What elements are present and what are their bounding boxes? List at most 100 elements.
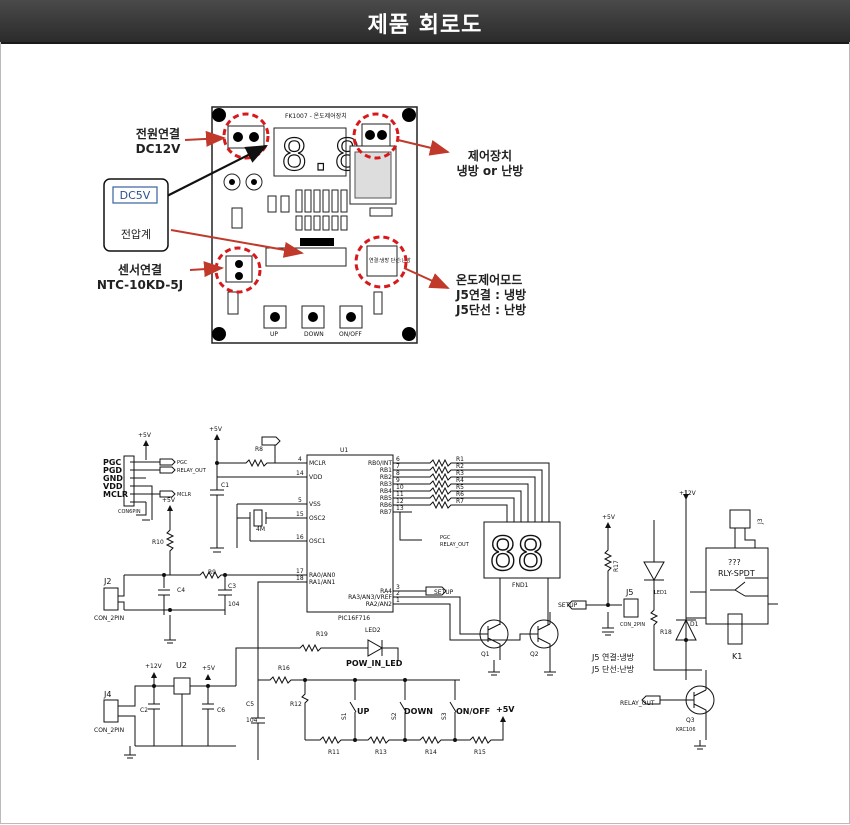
j3: J3 bbox=[757, 518, 764, 525]
board-btn-up: UP bbox=[270, 331, 278, 338]
annot-sensor-1: 센서연결 bbox=[118, 262, 162, 277]
isp-connector: CON6PIN bbox=[118, 509, 141, 515]
annot-mode-2: J5연결 : 냉방 bbox=[455, 287, 526, 302]
mount-hole bbox=[402, 108, 416, 122]
r11: R11 bbox=[328, 749, 340, 756]
junction-dots bbox=[152, 461, 688, 742]
rail-arrows bbox=[143, 434, 689, 722]
r5-label: R5 bbox=[456, 484, 464, 491]
rail-5v-isp: +5V bbox=[138, 432, 152, 439]
r8: R8 bbox=[255, 446, 263, 453]
s3: S3 bbox=[441, 712, 448, 720]
isp-out-mclr: MCLR bbox=[177, 492, 192, 498]
voltmeter-arrow bbox=[166, 145, 268, 197]
pow-in-led: POW_IN_LED bbox=[346, 659, 403, 668]
pin-num: 13 bbox=[396, 505, 404, 512]
c1: C1 bbox=[221, 482, 229, 489]
fnd-digits: 88 bbox=[489, 527, 544, 581]
led1: LED1 bbox=[654, 590, 667, 596]
r2-label: R2 bbox=[456, 463, 464, 470]
voltmeter-box: DC5V 전압계 bbox=[103, 178, 169, 252]
pin-num: 1 bbox=[396, 597, 400, 604]
rail-5v-reg: +5V bbox=[202, 665, 216, 672]
pin-name: RB5 bbox=[380, 495, 392, 502]
pin-name: RB4 bbox=[380, 488, 392, 495]
pin-num: 9 bbox=[396, 477, 400, 484]
pin-num: 10 bbox=[396, 484, 404, 491]
c6: C6 bbox=[217, 707, 225, 714]
r12: R12 bbox=[290, 701, 302, 708]
board-btn-down: DOWN bbox=[304, 331, 324, 338]
pin-name: RA1/AN1 bbox=[309, 579, 335, 586]
annot-power-1: 전원연결 bbox=[136, 126, 180, 141]
annotation-arrows bbox=[170, 130, 450, 289]
relay-out-label: RELAY_OUT bbox=[440, 542, 470, 548]
board-title: FK1007 - 온도제어장치 bbox=[285, 112, 347, 120]
r9: R9 bbox=[208, 569, 216, 576]
c5: C5 bbox=[246, 701, 254, 708]
r4-label: R4 bbox=[456, 477, 464, 484]
pin-name: RA2/AN2 bbox=[366, 601, 392, 608]
pin-name: RB3 bbox=[380, 481, 392, 488]
j2: J2 bbox=[103, 577, 111, 586]
board-btn-onoff: ON/OFF bbox=[339, 331, 362, 338]
relay-out-q3: RELAY_OUT bbox=[620, 700, 655, 707]
relay-part: RLY-SPDT bbox=[718, 569, 755, 578]
j4: J4 bbox=[103, 690, 111, 699]
board-buttons: UP DOWN ON/OFF bbox=[263, 305, 363, 338]
c2: C2 bbox=[140, 707, 148, 714]
pin-num: 11 bbox=[396, 491, 404, 498]
isp-pgd: PGD bbox=[103, 466, 122, 475]
pin-num: 8 bbox=[396, 470, 400, 477]
pin-num: 6 bbox=[396, 456, 400, 463]
q1: Q1 bbox=[481, 651, 490, 658]
u1-part: PIC16F716 bbox=[338, 615, 370, 622]
voltmeter-label: 전압계 bbox=[121, 228, 151, 241]
annot-mode-1: 온도제어모드 bbox=[456, 272, 522, 287]
pin-num: 2 bbox=[396, 590, 400, 597]
xtal: 4M bbox=[256, 526, 265, 533]
j5-note-2: J5 단선:난방 bbox=[591, 664, 635, 674]
annot-power-2: DC12V bbox=[136, 142, 181, 156]
r14: R14 bbox=[425, 749, 437, 756]
page-title: 제품 회로도 bbox=[367, 13, 483, 38]
j5-part: CON_2PIN bbox=[620, 622, 645, 628]
j5: J5 bbox=[625, 588, 633, 597]
sw-up: UP bbox=[357, 707, 369, 716]
rail-5v-mcu: +5V bbox=[209, 426, 223, 433]
pin-name: RB2 bbox=[380, 474, 392, 481]
r18: R18 bbox=[660, 629, 672, 636]
voltmeter-display: DC5V bbox=[120, 189, 151, 202]
r10: R10 bbox=[152, 539, 164, 546]
s2: S2 bbox=[391, 712, 398, 720]
rail-5v-sensor: +5V bbox=[162, 497, 176, 504]
annot-sensor-2: NTC-10KD-5J bbox=[97, 278, 183, 292]
pin-name: RA4 bbox=[380, 588, 392, 595]
pin-name: RA0/AN0 bbox=[309, 572, 335, 579]
pin-num: 12 bbox=[396, 498, 404, 505]
pin-name: RB0/INT bbox=[368, 460, 392, 467]
r1-label: R1 bbox=[456, 456, 464, 463]
pin-num: 4 bbox=[298, 456, 302, 463]
pin-name: RB7 bbox=[380, 509, 392, 516]
r17: R17 bbox=[613, 560, 620, 572]
rail-12v-input: +12V bbox=[145, 663, 163, 670]
pin-name: OSC2 bbox=[309, 515, 326, 522]
pin-name: MCLR bbox=[309, 460, 326, 467]
rail-5v-switch: +5V bbox=[496, 705, 515, 714]
k1: K1 bbox=[732, 652, 742, 661]
pin-num: 17 bbox=[296, 568, 304, 575]
sw-onoff: ON/OFF bbox=[456, 707, 490, 716]
annot-control-2: 냉방 or 난방 bbox=[457, 163, 524, 178]
u1-label: U1 bbox=[340, 447, 348, 454]
relay-unknown: ??? bbox=[728, 558, 741, 567]
pin-num: 14 bbox=[296, 470, 304, 477]
c5-value: 104 bbox=[246, 717, 258, 724]
r6-label: R6 bbox=[456, 491, 464, 498]
c3: C3 bbox=[228, 583, 236, 590]
pin-name: OSC1 bbox=[309, 538, 326, 545]
fnd-label: FND1 bbox=[512, 582, 529, 589]
q2: Q2 bbox=[530, 651, 539, 658]
annot-mode-3: J5단선 : 난방 bbox=[455, 302, 526, 317]
